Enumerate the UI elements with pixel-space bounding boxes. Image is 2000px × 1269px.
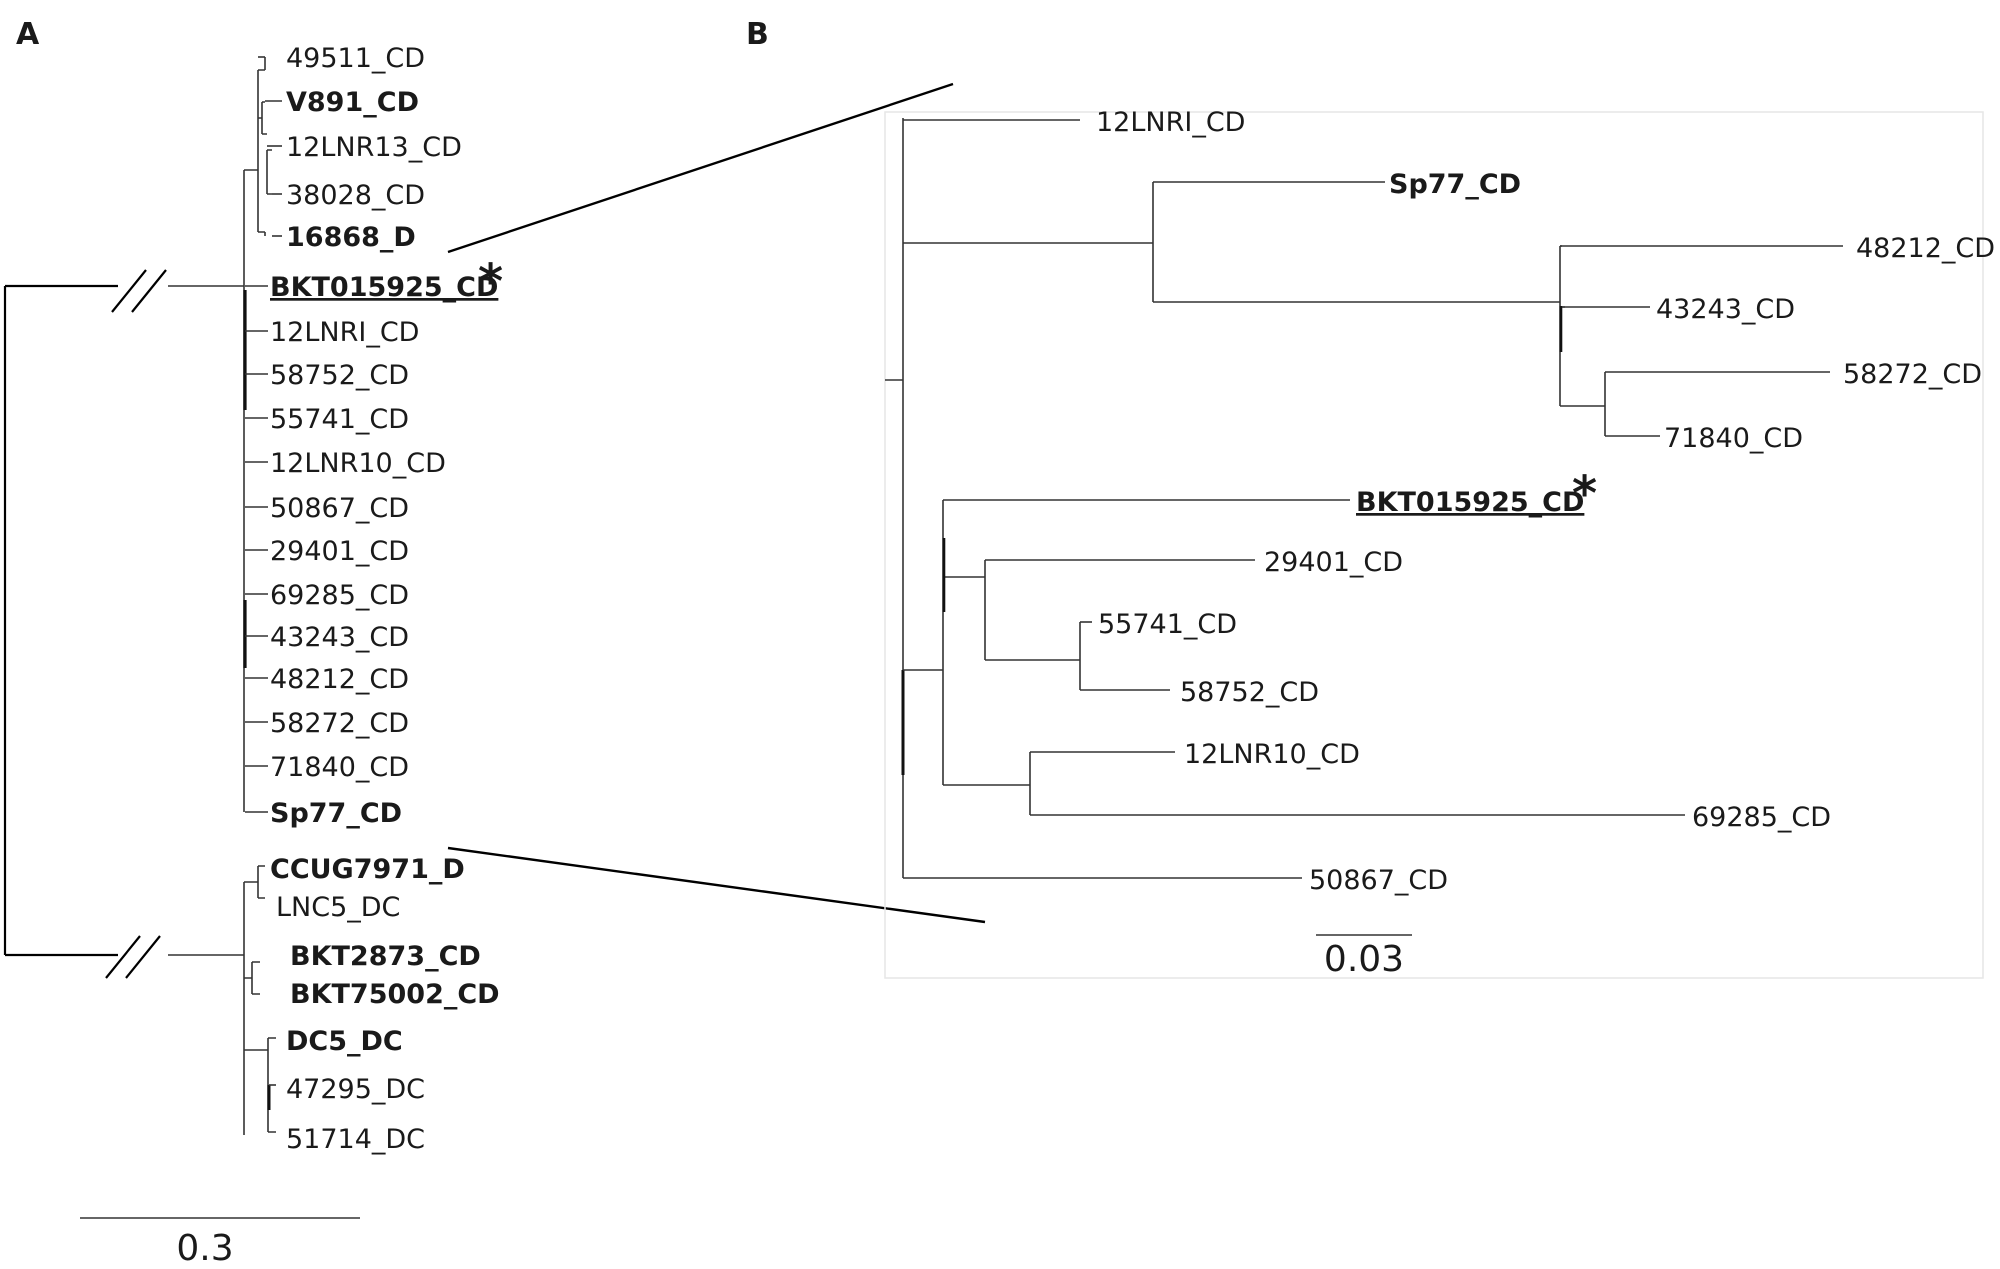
tree-b-clade-1 xyxy=(903,182,1565,406)
tree-a-leaf-v891-cd: V891_CD xyxy=(286,87,419,118)
tree-a-leaf-50867-cd: 50867_CD xyxy=(270,493,409,524)
tree-b-leaf-12lnr10-cd: 12LNR10_CD xyxy=(1184,739,1360,770)
tree-b-clade-3 xyxy=(943,752,1031,815)
panel-label-a: A xyxy=(16,17,40,52)
tree-a-leaf-69285-cd: 69285_CD xyxy=(270,580,409,611)
tree-a-leaf-ccug7971-d: CCUG7971_D xyxy=(270,854,465,885)
panel-label-b: B xyxy=(746,17,769,52)
tree-b-clade-1-inner xyxy=(1560,372,1606,436)
tree-a-leaf-71840-cd: 71840_CD xyxy=(270,752,409,783)
tree-b-leaf-sp77-cd: Sp77_CD xyxy=(1389,169,1521,200)
tree-a-leaf-29401-cd: 29401_CD xyxy=(270,536,409,567)
tree-b-leaf-69285-cd: 69285_CD xyxy=(1692,802,1831,833)
tree-b-clade-2 xyxy=(903,500,1081,785)
tree-b-leaf-43243-cd: 43243_CD xyxy=(1656,294,1795,325)
tree-a-leaf-bkt75002-cd: BKT75002_CD xyxy=(290,979,500,1010)
tree-b: 12LNRI_CD Sp77_CD 48212_CD 43243_CD 58272_CD… xyxy=(884,107,1995,980)
lower-clade-node-1 xyxy=(244,865,265,899)
tree-a-leaf-12lnr10-cd: 12LNR10_CD xyxy=(270,448,446,479)
lower-clade-labels: CCUG7971_D LNC5_DC BKT2873_CD BKT75002_CD DC… xyxy=(270,854,500,1155)
zoom-connector-lines xyxy=(447,82,986,924)
tree-a-leaf-16868-d: 16868_D xyxy=(286,222,416,253)
upper-clade-subtree xyxy=(244,69,265,233)
lower-clade-node-2 xyxy=(244,961,260,995)
upper-clade-inner-nodes xyxy=(258,101,272,195)
tree-a-leaf-12lnri-cd: 12LNRI_CD xyxy=(270,317,419,348)
tree-b-leaf-55741-cd: 55741_CD xyxy=(1098,609,1237,640)
tree-a-leaf-bkt2873-cd: BKT2873_CD xyxy=(290,941,481,972)
tree-a-leaf-lnc5-dc: LNC5_DC xyxy=(276,892,400,923)
tree-b-scale-label: 0.03 xyxy=(1324,939,1404,980)
tree-b-leaf-bkt015925-cd: BKT015925_CD xyxy=(1356,487,1584,518)
tree-b-leaf-48212-cd: 48212_CD xyxy=(1856,233,1995,264)
tree-b-leaf-58272-cd: 58272_CD xyxy=(1843,359,1982,390)
tree-a-leaf-58272-cd: 58272_CD xyxy=(270,708,409,739)
tree-a-leaf-49511-cd: 49511_CD xyxy=(286,43,425,74)
upper-clade-labels: 49511_CD V891_CD 12LNR13_CD 38028_CD 16868_D… xyxy=(270,43,498,829)
tree-b-leaf-58752-cd: 58752_CD xyxy=(1180,677,1319,708)
tree-a-leaf-55741-cd: 55741_CD xyxy=(270,404,409,435)
tree-b-leaf-71840-cd: 71840_CD xyxy=(1664,423,1803,454)
tree-a-leaf-38028-cd: 38028_CD xyxy=(286,180,425,211)
tree-a-leaf-58752-cd: 58752_CD xyxy=(270,360,409,391)
tree-b-asterisk: * xyxy=(1572,466,1597,522)
tree-b-frame xyxy=(884,111,1984,979)
tree-a-leaf-sp77-cd: Sp77_CD xyxy=(270,798,402,829)
tree-b-tips xyxy=(903,119,1843,879)
tree-a-leaf-48212-cd: 48212_CD xyxy=(270,664,409,695)
tree-b-leaf-50867-cd: 50867_CD xyxy=(1309,865,1448,896)
tree-b-leaf-12lnri-cd: 12LNRI_CD xyxy=(1096,107,1245,138)
tree-a-leaf-51714-dc: 51714_DC xyxy=(286,1124,425,1155)
upper-clade-tips xyxy=(245,56,282,813)
tree-a-asterisk: * xyxy=(478,254,503,310)
tree-b-leaf-29401-cd: 29401_CD xyxy=(1264,547,1403,578)
tree-a-deep-branches xyxy=(168,285,244,956)
tree-a-leaf-12lnr13-cd: 12LNR13_CD xyxy=(286,132,462,163)
tree-a-leaf-dc5-dc: DC5_DC xyxy=(286,1026,403,1057)
tree-a-leaf-bkt015925-cd: BKT015925_CD xyxy=(270,272,498,303)
tree-a-leaf-43243-cd: 43243_CD xyxy=(270,622,409,653)
tree-a-scale-label: 0.3 xyxy=(176,1228,233,1269)
tree-b-labels: 12LNRI_CD Sp77_CD 48212_CD 43243_CD 58272_CD… xyxy=(1096,107,1995,896)
branch-break-marks xyxy=(105,269,167,979)
tree-a-root-branch xyxy=(3,284,118,957)
tree-a: 49511_CD V891_CD 12LNR13_CD 38028_CD 16868_D… xyxy=(3,43,503,1269)
tree-a-leaf-47295-dc: 47295_DC xyxy=(286,1074,425,1105)
